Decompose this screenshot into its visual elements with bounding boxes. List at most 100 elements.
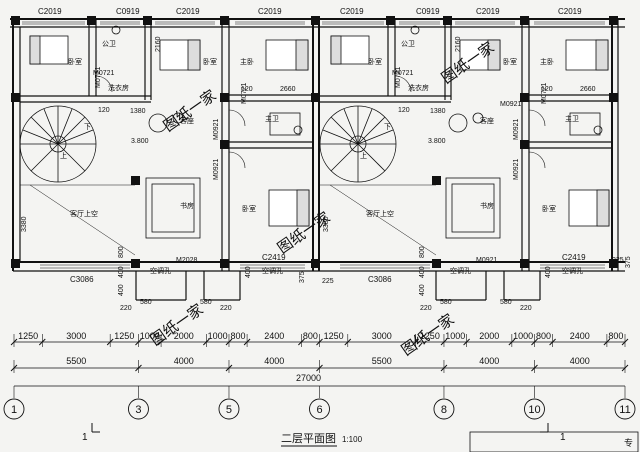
axis-label: 6 — [316, 404, 322, 416]
axis-bubble — [309, 398, 330, 420]
room-label-washing: 洗衣房 — [108, 83, 129, 92]
window-label: C0919 — [116, 7, 140, 16]
columns — [11, 16, 618, 268]
ac-hole-label: 空调孔 — [562, 266, 583, 275]
ac-hole-label: 空调孔 — [262, 266, 283, 275]
window-label: C2019 — [558, 7, 582, 16]
dim-1380: 1380 — [130, 108, 146, 115]
stair-label-down: 下 — [384, 123, 391, 131]
dim-row1-value: 1000 — [445, 331, 465, 341]
dim-row1-value: 800 — [231, 331, 246, 341]
room-label-bedroom: 卧室 — [368, 57, 382, 66]
section-mark: 1 — [560, 432, 566, 443]
dim-row1-value: 1250 — [324, 331, 344, 341]
window-labels: C2019 C0919 C2019 C2019 C2019 C0919 C201… — [38, 7, 586, 284]
room-label-master: 主卧 — [240, 57, 254, 66]
dim-row1-value: 3000 — [66, 331, 86, 341]
window-label: C3086 — [368, 275, 392, 284]
ac-hole-label: 空调孔 — [150, 266, 171, 275]
dim-400: 400 — [118, 266, 125, 278]
window-label: C2019 — [340, 7, 364, 16]
dim-row2-value: 4000 — [570, 356, 590, 366]
dim-row2-value: 4000 — [264, 356, 284, 366]
door-label: M0721 — [541, 82, 548, 104]
dim-row1-value: 1250 — [18, 331, 38, 341]
beds — [29, 35, 610, 227]
dim-225: 225 — [322, 278, 334, 285]
dim-580: 580 — [200, 299, 212, 306]
dim-level: 3.800 — [131, 138, 149, 145]
door-label: M0921 — [476, 257, 498, 264]
room-label-public-bath: 公卫 — [102, 40, 116, 48]
door-label: M0921 — [513, 158, 520, 180]
dim-800: 800 — [419, 246, 426, 258]
dimension-ticks — [10, 334, 629, 373]
door-label: M0721 — [93, 70, 115, 77]
window-label: C2019 — [258, 7, 282, 16]
dim-row1-value: 1250 — [420, 331, 440, 341]
window-label: C2419 — [262, 253, 286, 262]
axis-label: 3 — [135, 404, 141, 416]
room-label-bedroom: 卧室 — [242, 204, 256, 213]
dim-400: 400 — [545, 266, 552, 278]
axis-label: 8 — [441, 404, 447, 416]
dim-total: 27000 — [296, 373, 321, 383]
door-labels: M0721 M0721 M0721 M0921 M0921 M2028 M072… — [93, 66, 548, 264]
drawing-title: 二层平面图 — [281, 432, 336, 445]
axis-label: 11 — [619, 404, 630, 416]
dim-580: 580 — [140, 299, 152, 306]
dim-2160: 2160 — [155, 36, 162, 52]
dim-120: 120 — [98, 107, 110, 114]
dim-120: 120 — [241, 86, 253, 93]
room-label-bedroom: 卧室 — [203, 57, 217, 66]
dim-580: 580 — [500, 299, 512, 306]
window-label: C2419 — [562, 253, 586, 262]
window-label: C0919 — [416, 7, 440, 16]
dim-row1-value: 1000 — [513, 331, 533, 341]
axis-label: 5 — [226, 404, 232, 416]
dim-375: 375 — [299, 271, 306, 283]
dim-400: 400 — [118, 284, 125, 296]
axis-bubble — [128, 398, 149, 420]
room-label-master: 主卧 — [540, 57, 554, 66]
axis-bubble — [524, 398, 545, 420]
room-label-study: 书房 — [480, 201, 494, 210]
dim-2660: 2660 — [580, 86, 596, 93]
dim-row1-value: 2000 — [174, 331, 194, 341]
dim-3380: 3380 — [21, 216, 28, 232]
axis-label: 1 — [11, 404, 17, 416]
dim-row1-value: 1000 — [140, 331, 160, 341]
spiral-stair-b — [319, 105, 397, 183]
door-label: M0921 — [513, 118, 520, 140]
ac-hole-label: 空调孔 — [450, 266, 471, 275]
room-label-bedroom: 卧室 — [503, 57, 517, 66]
dim-225: 225 — [612, 257, 624, 264]
window-label: C2019 — [476, 7, 500, 16]
dim-row1-value: 3000 — [372, 331, 392, 341]
axis-bubble — [614, 398, 636, 420]
room-label-private-bath: 主卫 — [565, 114, 579, 123]
dim-row2-value: 4000 — [174, 356, 194, 366]
room-label-lounge: 客厅上空 — [366, 209, 394, 218]
room-label-guest: 客座 — [180, 116, 194, 125]
dim-row1-value: 1000 — [208, 331, 228, 341]
dim-2160: 2160 — [455, 36, 462, 52]
dim-row1-value: 2000 — [479, 331, 499, 341]
door-swings — [95, 75, 546, 169]
room-label-bedroom: 卧室 — [68, 57, 82, 66]
door-label: M0921 — [500, 101, 522, 108]
dim-220: 220 — [120, 305, 132, 312]
door-label: M0721 — [241, 82, 248, 104]
axis-bubble — [218, 398, 240, 420]
dim-220: 220 — [420, 305, 432, 312]
room-labels: 卧室 公卫 卧室 主卧 洗衣房 主卫 下 上 客厅上空 客座 书房 卧室 空调孔… — [60, 40, 583, 275]
window-label: C2019 — [176, 7, 200, 16]
room-label-bedroom: 卧室 — [542, 204, 556, 213]
spiral-stair-a — [19, 105, 97, 183]
dim-row1-value: 2400 — [570, 331, 590, 341]
dim-120: 120 — [398, 107, 410, 114]
interior-dimensions: 2160 1380 120 120 2660 3.800 3380 2160 1… — [21, 36, 632, 312]
title-block: 二层平面图 1:100 1 1 专 — [82, 423, 639, 452]
